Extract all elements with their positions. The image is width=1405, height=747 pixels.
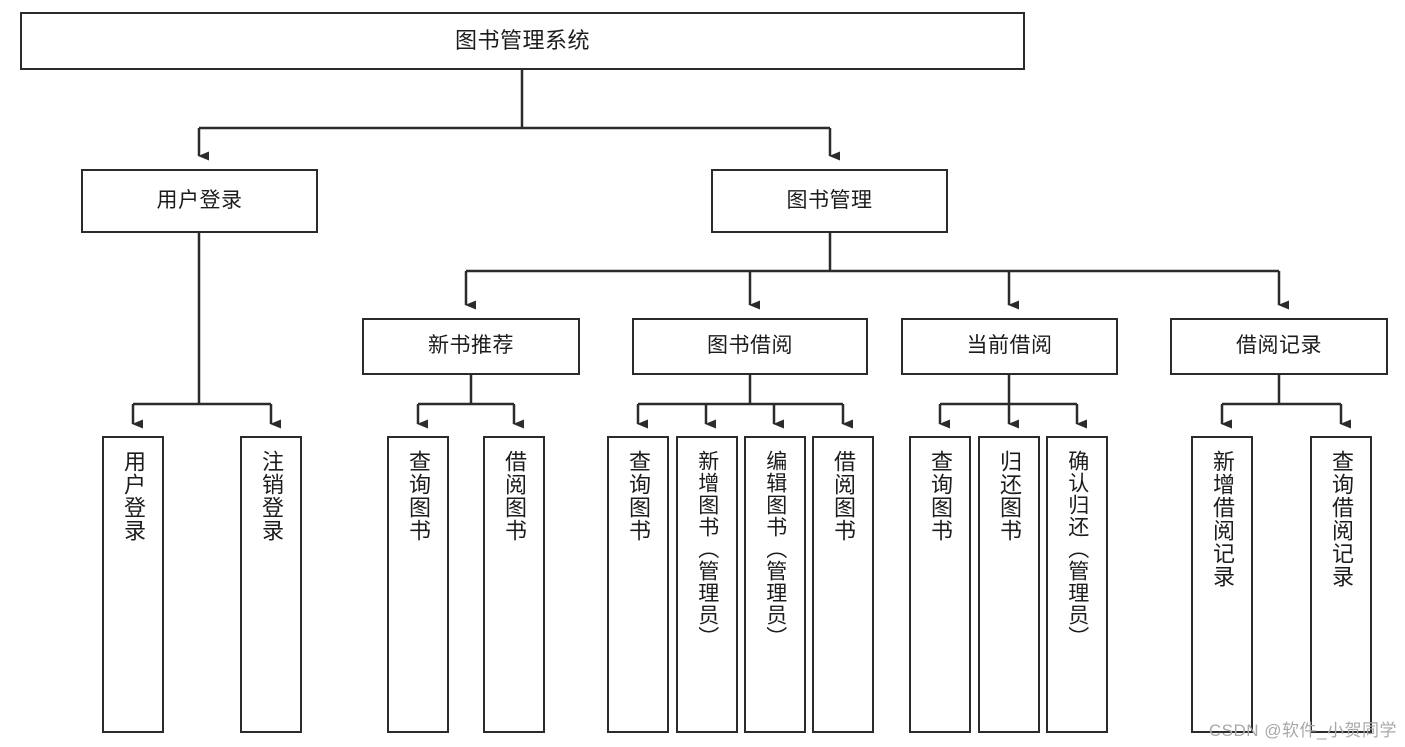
node-user-login[interactable]: 用户登录	[81, 169, 318, 233]
node-label: 查询借阅记录	[1328, 450, 1354, 588]
leaf-current-return-book[interactable]: 归还图书	[978, 436, 1040, 733]
leaf-borrow-borrow-book[interactable]: 借阅图书	[812, 436, 874, 733]
leaf-borrow-add-book-admin[interactable]: 新增图书（管理员）	[676, 436, 738, 733]
leaf-borrow-query-book[interactable]: 查询图书	[607, 436, 669, 733]
node-label: 图书管理系统	[454, 28, 590, 54]
node-borrow-record[interactable]: 借阅记录	[1170, 318, 1388, 375]
leaf-new-book-query[interactable]: 查询图书	[387, 436, 449, 733]
leaf-record-add-record[interactable]: 新增借阅记录	[1191, 436, 1253, 733]
node-label: 注销登录	[258, 450, 284, 542]
node-label: 确认归还（管理员）	[1065, 450, 1089, 648]
csdn-watermark: CSDN @软件_小贺同学	[1208, 721, 1397, 740]
node-label: 用户登录	[120, 450, 146, 542]
node-label: 新增图书（管理员）	[695, 450, 719, 648]
node-book-management[interactable]: 图书管理	[711, 169, 948, 233]
node-label: 编辑图书（管理员）	[763, 450, 787, 648]
node-label: 归还图书	[996, 450, 1022, 542]
node-label: 借阅图书	[501, 450, 527, 542]
node-label: 图书管理	[786, 188, 873, 212]
node-new-book-recommend[interactable]: 新书推荐	[362, 318, 580, 375]
leaf-current-confirm-return-admin[interactable]: 确认归还（管理员）	[1046, 436, 1108, 733]
node-label: 用户登录	[156, 188, 243, 212]
node-label: 借阅记录	[1236, 334, 1322, 358]
leaf-record-query-record[interactable]: 查询借阅记录	[1310, 436, 1372, 733]
node-label: 借阅图书	[830, 450, 856, 542]
node-book-borrow[interactable]: 图书借阅	[632, 318, 868, 375]
leaf-user-login-login[interactable]: 用户登录	[102, 436, 164, 733]
node-label: 新书推荐	[428, 334, 514, 358]
node-label: 查询图书	[625, 450, 651, 542]
leaf-borrow-edit-book-admin[interactable]: 编辑图书（管理员）	[744, 436, 806, 733]
node-label: 图书借阅	[707, 334, 793, 358]
node-label: 查询图书	[405, 450, 431, 542]
node-label: 查询图书	[927, 450, 953, 542]
node-label: 当前借阅	[966, 334, 1053, 358]
node-label: 新增借阅记录	[1209, 450, 1235, 588]
node-current-borrow[interactable]: 当前借阅	[901, 318, 1118, 375]
leaf-user-login-logout[interactable]: 注销登录	[240, 436, 302, 733]
leaf-current-query-book[interactable]: 查询图书	[909, 436, 971, 733]
leaf-new-book-borrow[interactable]: 借阅图书	[483, 436, 545, 733]
node-root-system[interactable]: 图书管理系统	[20, 12, 1025, 70]
